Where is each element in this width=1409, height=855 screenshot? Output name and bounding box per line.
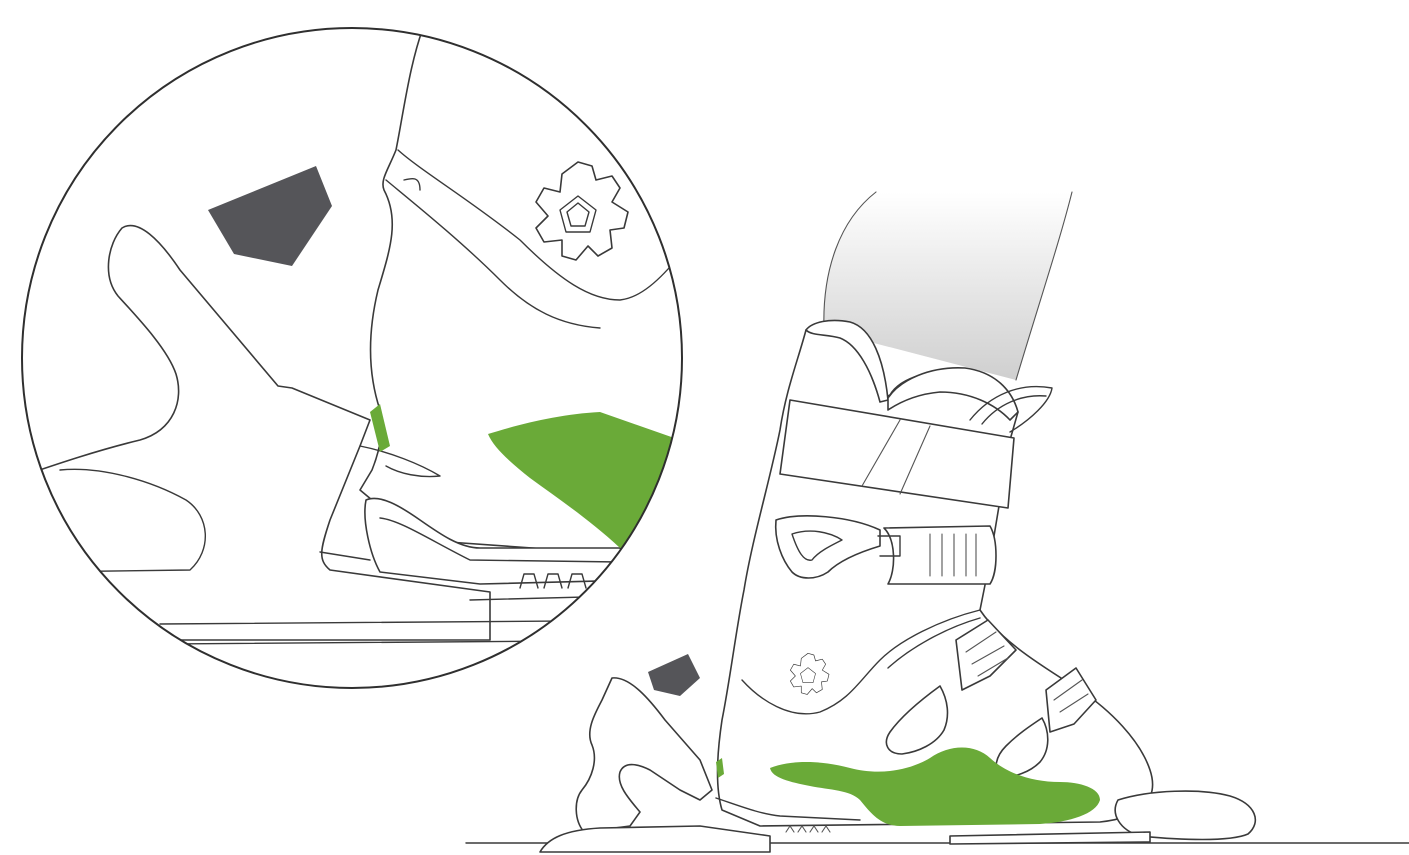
binding-base-left (540, 826, 770, 852)
upper-buckle-ladder (884, 526, 996, 584)
binding-toe-piece (576, 678, 712, 832)
pentagon-marker-icon (648, 654, 700, 696)
zoom-detail (10, 20, 720, 688)
